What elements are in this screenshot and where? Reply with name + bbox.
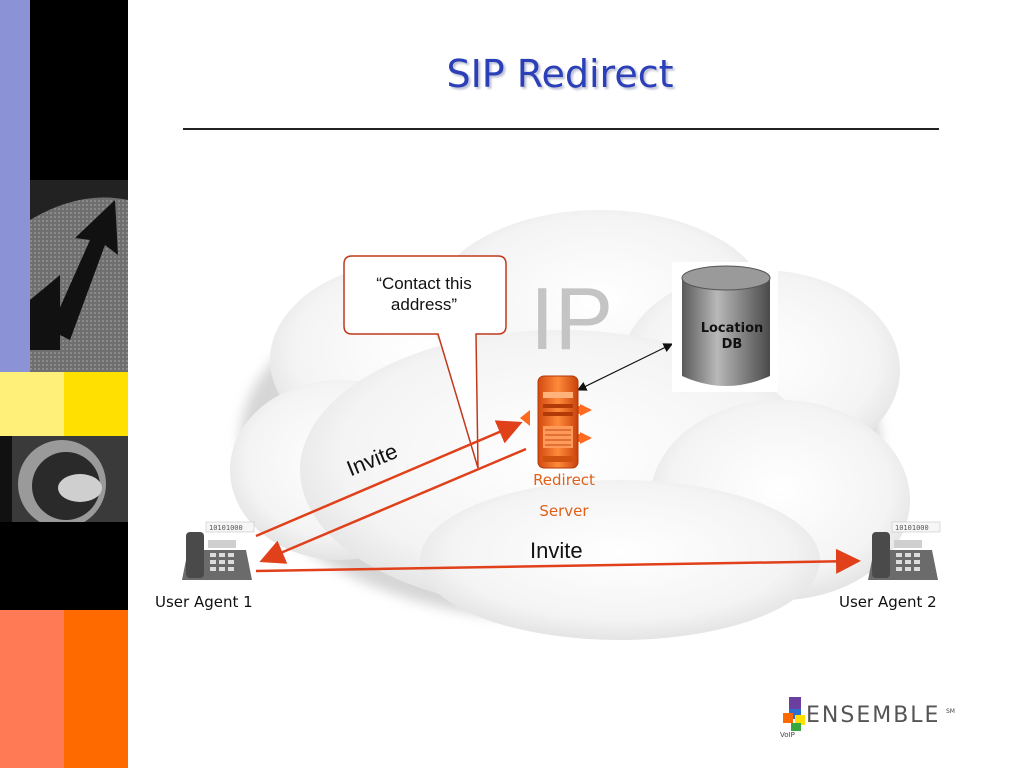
ensemble-logo-text: ENSEMBLE	[806, 703, 941, 728]
sidebar-yellow	[64, 372, 128, 436]
title-divider	[183, 128, 939, 130]
sidebar-blue-bar	[0, 0, 30, 372]
sidebar-black-top	[30, 0, 128, 180]
ensemble-logo-sub: VoIP	[780, 731, 795, 739]
sidebar-black-bottom	[0, 522, 128, 610]
slide-title: SIP Redirect	[446, 52, 674, 96]
invite-arrow-to-server	[255, 420, 523, 538]
sidebar-lens-image	[0, 436, 128, 522]
database-label-line1: Location	[700, 321, 764, 336]
callout-line1: “Contact this	[376, 274, 472, 293]
redirect-response-arrow	[259, 447, 527, 564]
ensemble-logo-mark	[783, 697, 805, 731]
callout-text: “Contact this address”	[344, 273, 504, 315]
database-label: Location DB	[682, 321, 782, 353]
ensemble-logo-sm: SM	[946, 708, 955, 715]
phone-icon-agent1: 10101000	[182, 521, 255, 580]
agent1-binary: 10101000	[209, 524, 243, 532]
sidebar-orange	[64, 610, 128, 768]
invite-label-to-agent2: Invite	[530, 538, 583, 563]
user-agent-2-label: User Agent 2	[839, 593, 937, 611]
decorative-sidebar	[0, 0, 128, 768]
invite-arrow-to-agent2	[255, 548, 861, 574]
cloud-label: IP	[530, 269, 614, 368]
sidebar-salmon	[0, 610, 64, 768]
server-db-link	[576, 343, 674, 391]
user-agent-1-label: User Agent 1	[155, 593, 253, 611]
sidebar-arrow-image	[30, 180, 128, 372]
agent2-binary: 10101000	[895, 524, 929, 532]
callout-line2: address”	[390, 295, 458, 314]
server-label-line2: Server	[539, 502, 589, 520]
server-label-line1: Redirect	[533, 471, 595, 489]
phone-icon-agent2: 10101000	[868, 521, 941, 580]
database-label-line2: DB	[721, 337, 743, 352]
server-icon	[520, 375, 592, 469]
callout-bubble	[343, 255, 507, 469]
database-icon	[672, 262, 778, 392]
sidebar-yellow-light	[0, 372, 64, 436]
